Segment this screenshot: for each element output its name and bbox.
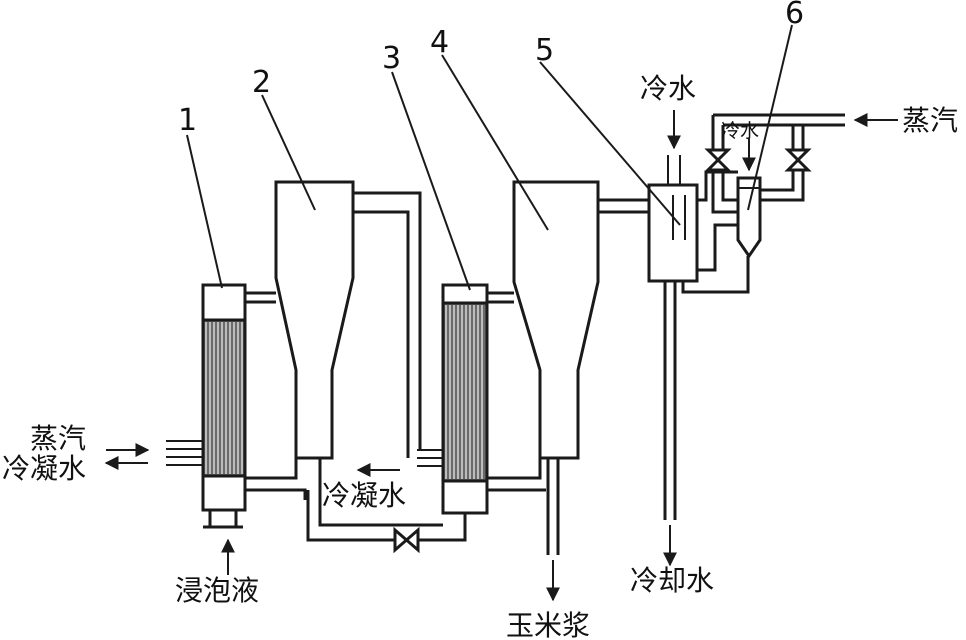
heater-3-steam-ports (417, 449, 443, 467)
condenser-5-water-inlet (667, 155, 681, 185)
separator-2 (274, 180, 355, 460)
valve-steam-right (784, 148, 812, 172)
heater-1-steam-ports (166, 440, 203, 466)
label-steep-liquor: 浸泡液 (175, 574, 259, 607)
callout-2: 2 (252, 65, 271, 100)
piping (245, 113, 845, 555)
callout-6: 6 (785, 0, 804, 31)
valve-steam-left (704, 148, 732, 172)
label-cold-water-ejector: 冷水 (721, 120, 759, 142)
valve-condensate (393, 526, 420, 554)
callout-5: 5 (535, 33, 554, 68)
separator-4 (512, 180, 600, 460)
callout-1: 1 (178, 103, 197, 138)
label-condensate-mid: 冷凝水 (322, 479, 406, 512)
flow-arrows (104, 110, 898, 602)
leader-lines (186, 24, 793, 291)
heater-1 (166, 283, 247, 529)
label-condensate-out-left: 冷凝水 (2, 452, 86, 485)
heater-1-feed-nozzle (203, 510, 243, 529)
callout-3: 3 (382, 41, 401, 76)
label-steam-in-left: 蒸汽 (30, 422, 86, 455)
heater-3 (417, 283, 489, 515)
label-cooling-water: 冷却水 (630, 564, 714, 597)
label-corn-slurry: 玉米浆 (506, 609, 590, 640)
label-steam-right: 蒸汽 (902, 104, 958, 137)
ejector-6 (736, 176, 762, 259)
label-cold-water-top: 冷水 (640, 72, 696, 105)
valves (393, 148, 812, 554)
callout-4: 4 (430, 25, 449, 60)
heater-1-tube-bundle (201, 318, 247, 478)
